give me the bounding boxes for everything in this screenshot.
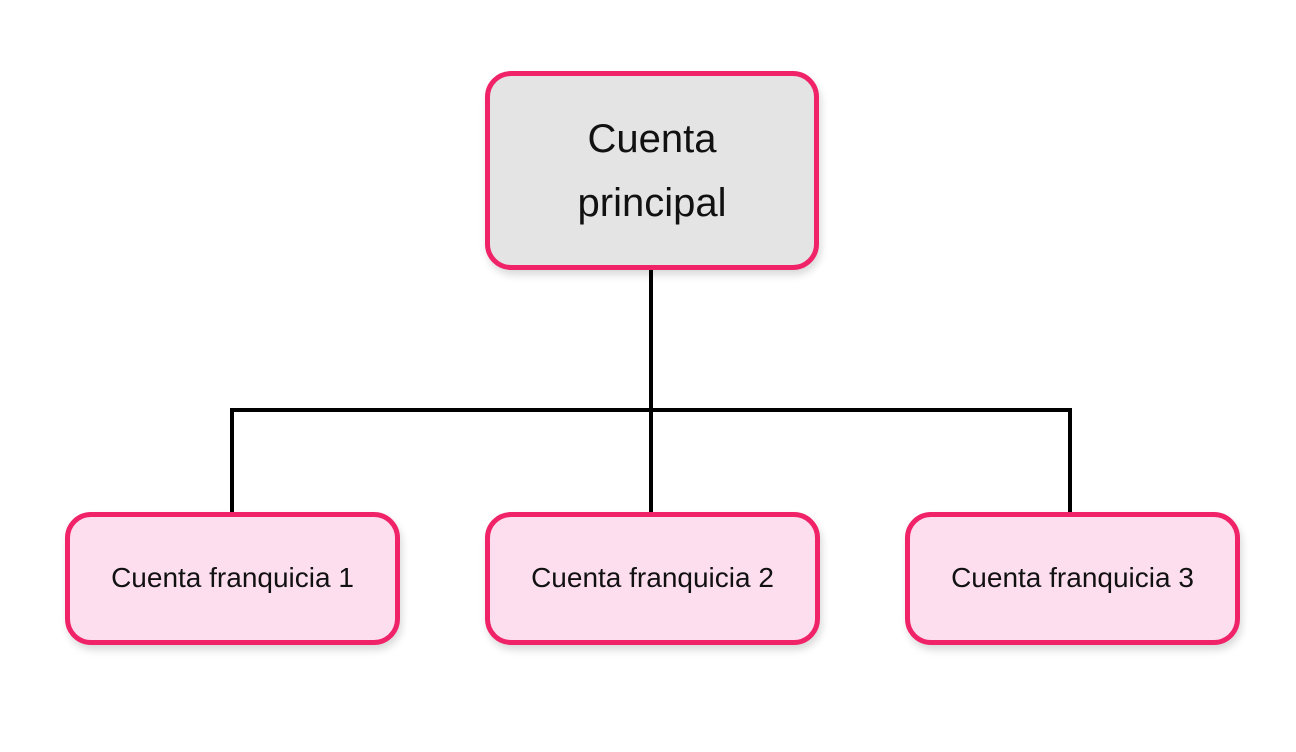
node-child-1-label: Cuenta franquicia 1 [111, 562, 354, 594]
node-child-3-label: Cuenta franquicia 3 [951, 562, 1194, 594]
node-child-3[interactable]: Cuenta franquicia 3 [905, 512, 1240, 645]
connector-child-1-stem [230, 410, 234, 514]
node-child-2-label: Cuenta franquicia 2 [531, 562, 774, 594]
connector-root-stem [649, 268, 653, 414]
node-child-2[interactable]: Cuenta franquicia 2 [485, 512, 820, 645]
connector-child-2-stem [649, 408, 653, 514]
node-child-1[interactable]: Cuenta franquicia 1 [65, 512, 400, 645]
connector-child-3-stem [1068, 410, 1072, 514]
node-root[interactable]: Cuenta principal [485, 71, 819, 270]
node-root-label: Cuenta principal [577, 116, 727, 225]
